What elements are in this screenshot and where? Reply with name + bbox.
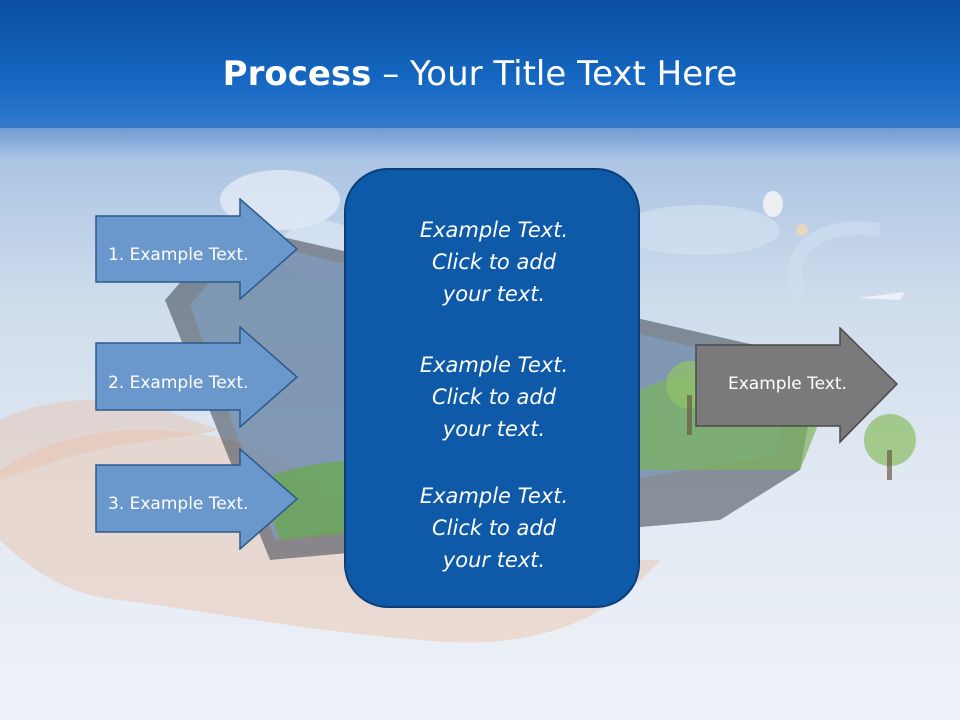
center-content-box[interactable]: Example Text. Click to add your text. Ex… — [344, 168, 640, 608]
center-item-3[interactable]: Example Text. Click to add your text. — [346, 480, 642, 576]
left-arrow-1[interactable] — [94, 198, 300, 300]
center-item-2-line2: Click to add — [431, 385, 556, 409]
left-arrow-1-label: 1. Example Text. — [108, 245, 249, 265]
center-item-2[interactable]: Example Text. Click to add your text. — [346, 349, 642, 445]
center-item-1-line1: Example Text. — [419, 218, 569, 242]
center-item-2-line3: your text. — [442, 417, 546, 441]
center-item-1-line2: Click to add — [431, 250, 556, 274]
title-bar-fade — [0, 120, 960, 160]
title-rest: Your Title Text Here — [410, 54, 738, 94]
title-bar — [0, 0, 960, 128]
right-arrow[interactable] — [694, 327, 900, 445]
center-item-2-line1: Example Text. — [419, 353, 569, 377]
left-arrow-2-label: 2. Example Text. — [108, 373, 249, 393]
left-arrow-3-label: 3. Example Text. — [108, 494, 249, 514]
center-item-3-line3: your text. — [442, 548, 546, 572]
right-arrow-label: Example Text. — [728, 374, 847, 394]
center-item-3-line1: Example Text. — [419, 484, 569, 508]
left-arrow-2[interactable] — [94, 326, 300, 428]
slide-title[interactable]: Process – Your Title Text Here — [0, 52, 960, 96]
left-arrow-3[interactable] — [94, 448, 300, 550]
center-item-3-line2: Click to add — [431, 516, 556, 540]
title-bold: Process — [222, 54, 372, 94]
center-item-1-line3: your text. — [442, 282, 546, 306]
center-item-1[interactable]: Example Text. Click to add your text. — [346, 214, 642, 310]
title-dash: – — [371, 54, 411, 94]
